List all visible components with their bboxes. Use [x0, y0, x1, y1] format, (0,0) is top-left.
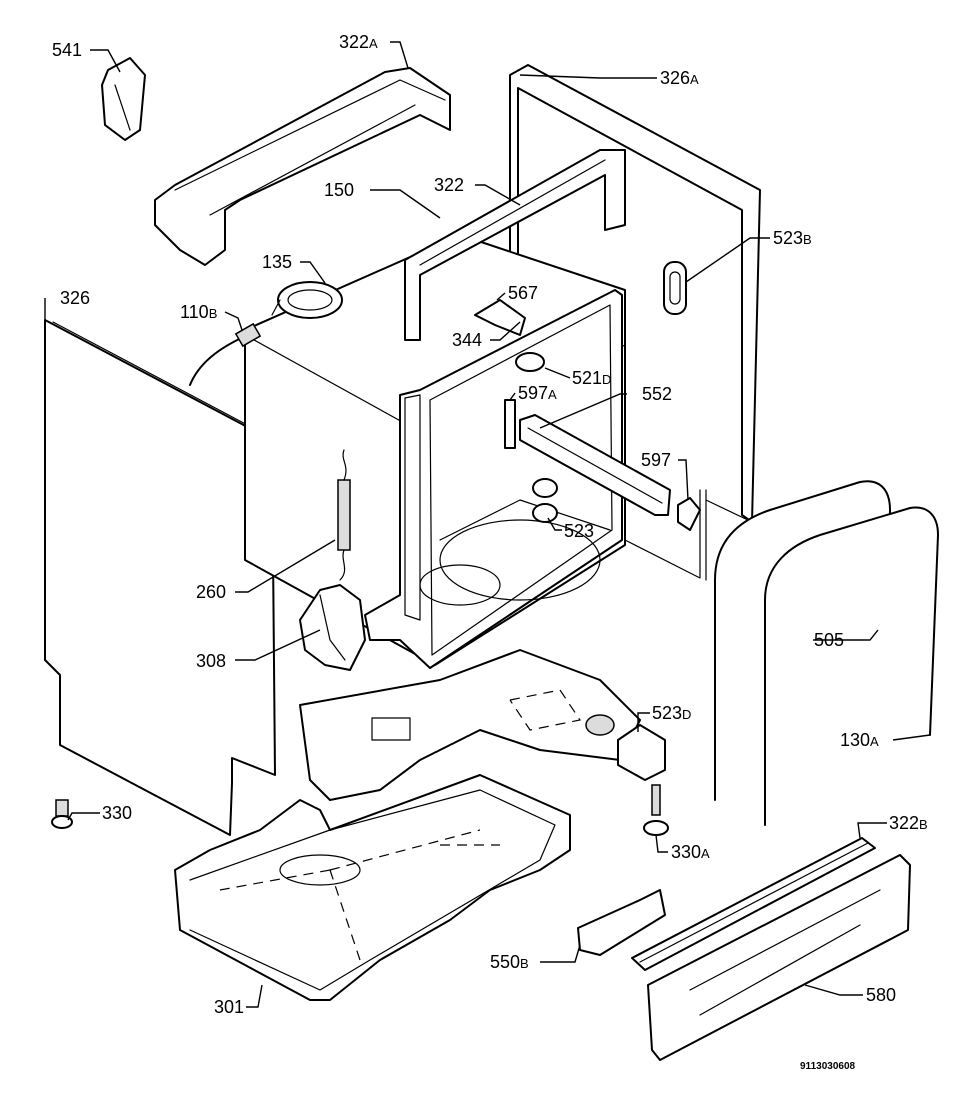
- label-597a: 597A: [518, 383, 557, 403]
- drain-523d: [617, 724, 666, 781]
- label-552: 552: [642, 384, 672, 404]
- plug-521d: [515, 352, 545, 372]
- label-550b: 550B: [490, 952, 529, 972]
- label-330: 330: [102, 803, 132, 823]
- label-541: 541: [52, 40, 82, 60]
- spring-260: [337, 449, 351, 581]
- label-301: 301: [214, 997, 244, 1017]
- label-344: 344: [452, 330, 482, 350]
- drawing-code: 9113030608: [800, 1061, 856, 1072]
- label-130a: 130A: [840, 730, 879, 750]
- brace-552: [519, 414, 671, 516]
- air-break-135: [271, 281, 343, 319]
- hose-110b: [189, 322, 262, 386]
- side-panel-326: [44, 319, 276, 836]
- label-322a: 322A: [339, 32, 378, 52]
- label-521d: 521D: [572, 368, 611, 388]
- bracket-567: [474, 299, 526, 336]
- leader-lines: [44, 41, 931, 1008]
- foot-330a: [643, 784, 669, 836]
- label-580: 580: [866, 985, 896, 1005]
- label-523d: 523D: [652, 703, 691, 723]
- label-322: 322: [434, 175, 464, 195]
- label-326: 326: [60, 288, 90, 308]
- label-330a: 330A: [671, 842, 710, 862]
- bushing-523: [532, 478, 558, 523]
- top-rail-322: [404, 149, 626, 341]
- bushing-523b: [663, 261, 687, 315]
- base-frame: [299, 649, 641, 801]
- drip-tray-301: [174, 774, 571, 1001]
- label-523b: 523B: [773, 228, 812, 248]
- label-567: 567: [508, 283, 538, 303]
- label-110b: 110B: [180, 302, 217, 322]
- clip-597a: [504, 399, 516, 449]
- label-308: 308: [196, 651, 226, 671]
- hinge-308: [299, 584, 366, 671]
- label-322b: 322B: [889, 813, 928, 833]
- part-labels: 541 322A 326A 150 322 523B 135 567 326 1…: [52, 32, 928, 1072]
- gasket-130a: [764, 506, 939, 826]
- label-505: 505: [814, 630, 844, 650]
- foot-330: [51, 799, 73, 829]
- label-523: 523: [564, 521, 594, 541]
- label-135: 135: [262, 252, 292, 272]
- rail-322b: [631, 837, 876, 971]
- label-597: 597: [641, 450, 671, 470]
- label-326a: 326A: [660, 68, 699, 88]
- top-rail-322a: [154, 67, 451, 266]
- latch-541: [101, 57, 146, 141]
- kickplate-580: [647, 854, 911, 1061]
- label-260: 260: [196, 582, 226, 602]
- label-150: 150: [324, 180, 354, 200]
- bracket-550b: [577, 889, 666, 956]
- clip-597: [677, 497, 701, 531]
